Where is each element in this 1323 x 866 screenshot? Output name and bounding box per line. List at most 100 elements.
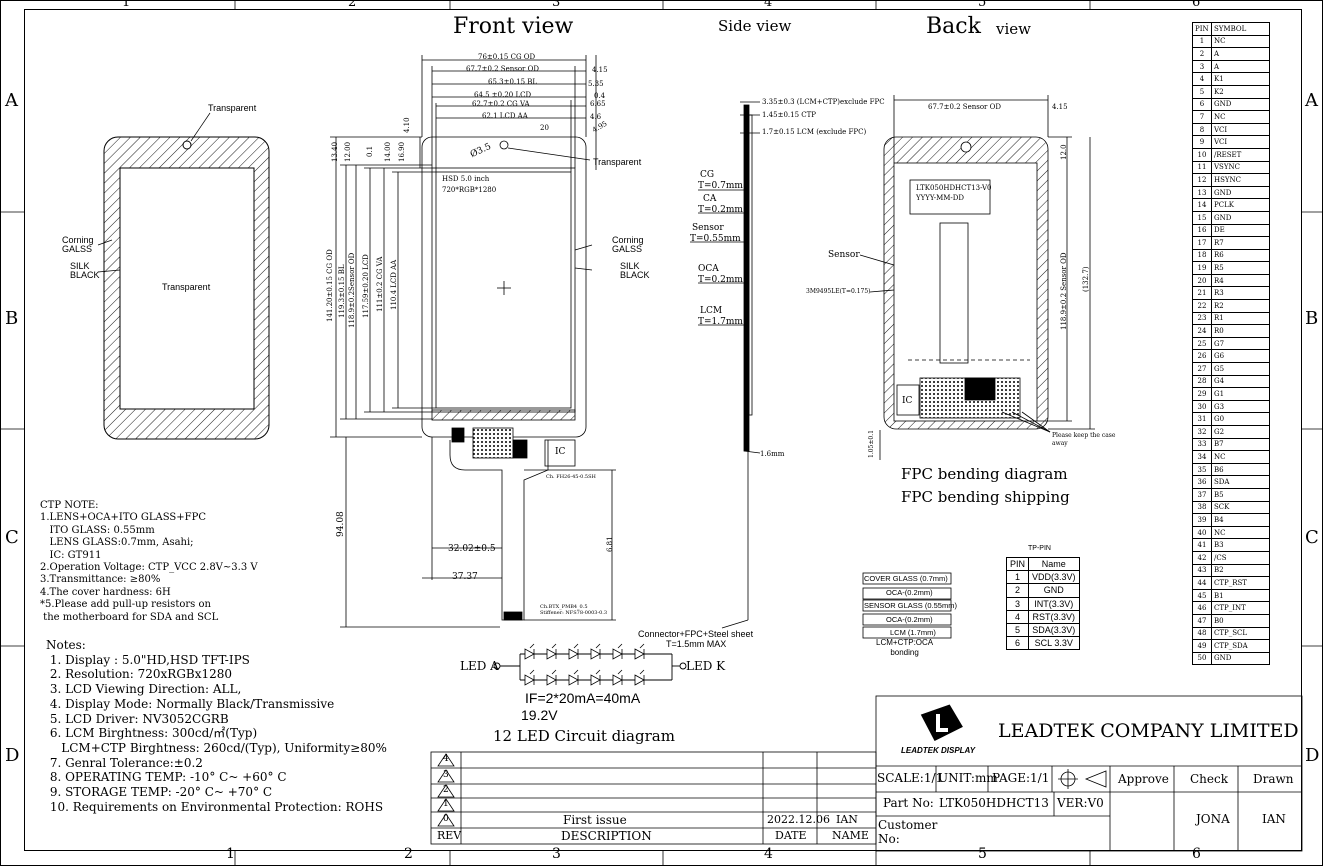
part-no-value: LTK050HDHCT13 — [939, 796, 1049, 810]
spec-note-line: 9. STORAGE TEMP: -20° C~ +70° C — [46, 785, 273, 800]
front-dim-r2: 5.35 — [588, 80, 604, 88]
pin-number: 46 — [1192, 601, 1212, 615]
tp-pin-name: GND — [1028, 583, 1080, 598]
pin-symbol: B4 — [1211, 513, 1270, 527]
side-layer-lcm: LCM — [700, 306, 723, 316]
led-diode-icon — [634, 643, 645, 660]
pin-number: 13 — [1192, 185, 1212, 200]
stack-layer-4: OCA-(0.2mm) — [886, 615, 933, 624]
tp-pin-name: SDA(3.3V) — [1028, 622, 1080, 638]
back-left-dim: 1.05±0.1 — [868, 430, 875, 458]
scale-label: SCALE:1/1 — [877, 771, 944, 785]
ctp-note-line: ITO GLASS: 0.55mm — [40, 524, 155, 536]
led-diode-icon — [568, 669, 579, 686]
col-label-bottom-4: 4 — [764, 846, 773, 862]
pin-number: 14 — [1192, 198, 1212, 212]
version-label: VER:V0 — [1057, 796, 1104, 810]
col-label-6: 6 — [1192, 0, 1201, 10]
spec-note-line: Notes: — [46, 638, 86, 652]
pin-number: 48 — [1192, 626, 1212, 641]
front-ic-label: IC — [555, 447, 566, 457]
front-vdim-s1: 13.40 — [331, 141, 339, 162]
led-current: IF=2*20mA=40mA — [525, 690, 641, 706]
front-dim-r1: 4.15 — [592, 66, 608, 74]
pin-symbol: G1 — [1211, 387, 1270, 401]
back-tape: 3M9495LE(T=0.175) — [806, 288, 871, 295]
check-name: JONA — [1196, 812, 1230, 826]
pin-number: 18 — [1192, 248, 1212, 263]
led-cathode: LED K — [686, 659, 726, 673]
tp-pin-name: INT(3.3V) — [1028, 596, 1080, 611]
front-vdim-lcd: 117.59±0.20 LCD — [362, 254, 370, 318]
pin-number: 5 — [1192, 84, 1212, 99]
back-view-title2: view — [996, 20, 1031, 38]
rev-first-issue: First issue — [563, 813, 627, 827]
front-dim-lcd: 64.5 ±0.20 LCD — [474, 91, 532, 99]
pin-number: 16 — [1192, 223, 1212, 238]
row-label-c: C — [5, 527, 19, 548]
led-diode-icon — [546, 669, 557, 686]
stack-caption: LCM+CTP:OCA bonding — [876, 638, 934, 657]
tp-pin-header: PIN — [1005, 556, 1030, 572]
logo-text: LEADTEK DISPLAY — [901, 746, 976, 755]
pin-row: 10/RESET — [1192, 147, 1270, 162]
pin-number: 26 — [1192, 349, 1212, 364]
pin-number: 28 — [1192, 374, 1212, 389]
spec-note-line: 3. LCD Viewing Direction: ALL, — [46, 682, 242, 697]
pin-symbol: VCI — [1211, 135, 1270, 149]
pin-symbol: CTP_INT — [1211, 601, 1270, 615]
spec-note-line: 10. Requirements on Environmental Protec… — [46, 799, 384, 814]
pin-symbol: NC — [1211, 110, 1270, 124]
pin-symbol: G5 — [1211, 362, 1270, 376]
pin-number: 42 — [1192, 550, 1212, 565]
front-dim-bl: 65.3±0.15 BL — [488, 78, 538, 86]
pin-number: 12 — [1192, 173, 1212, 187]
side-layer-sensor: Sensor — [692, 223, 724, 233]
pin-number: 49 — [1192, 639, 1212, 653]
pin-row: 42/CS — [1192, 550, 1270, 565]
side-layer-ca: CA — [703, 194, 717, 204]
front-label-line2: 720*RGB*1280 — [442, 186, 497, 194]
leadtek-logo-shape — [920, 704, 963, 741]
pin-symbol: GND — [1211, 185, 1270, 200]
led-diode-icon — [590, 643, 601, 660]
rev-mark: 4 — [443, 754, 449, 764]
pin-number: 21 — [1192, 286, 1212, 301]
led-diode-icon — [634, 669, 645, 686]
front-fpc-note3: Stiffener: NFS78-0003-0.3 — [540, 610, 608, 616]
pin-symbol: B7 — [1211, 437, 1270, 452]
rev-mark: 2 — [443, 785, 449, 795]
rev-mark: 1 — [443, 799, 449, 809]
pin-number: 50 — [1192, 651, 1212, 666]
desc-col-header: DESCRIPTION — [561, 829, 652, 843]
pin-symbol: R0 — [1211, 324, 1270, 338]
col-label-bottom-2: 2 — [404, 846, 413, 862]
pin-symbol: /CS — [1211, 550, 1270, 565]
unit-label: UNIT:mm — [938, 771, 998, 785]
ctp-note-line: 3.Transmittance: ≥80% — [40, 574, 161, 586]
pin-symbol: NC — [1211, 525, 1270, 540]
row-label-b-right: B — [1305, 308, 1319, 329]
pin-symbol: R4 — [1211, 273, 1270, 288]
tp-pin-number: 4 — [1005, 609, 1030, 624]
pin-symbol: VCI — [1211, 122, 1270, 137]
pin-symbol: SDA — [1211, 475, 1270, 489]
company-name: LEADTEK COMPANY LIMITED — [998, 720, 1299, 742]
ctp-note-line: 2.Operation Voltage: CTP_VCC 2.8V~3.3 V — [40, 562, 258, 574]
front-view-title: Front view — [453, 14, 574, 39]
